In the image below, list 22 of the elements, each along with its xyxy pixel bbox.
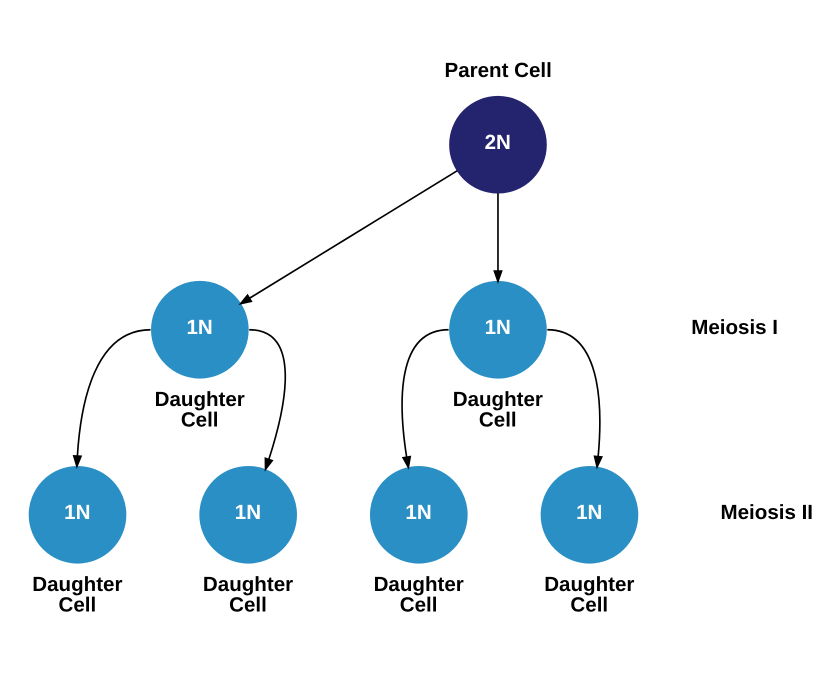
- label: Meiosis I: [691, 315, 778, 338]
- node-label: Daughter Cell: [374, 572, 464, 616]
- arrow: [249, 328, 286, 472]
- node-circle: 1N: [28, 465, 126, 564]
- node-label: Daughter Cell: [544, 572, 634, 616]
- label: Meiosis II: [720, 500, 814, 524]
- node-label: Daughter Cell: [154, 387, 245, 431]
- node-circle: 2N: [449, 95, 547, 194]
- node-circle: 1N: [449, 280, 547, 378]
- arrow: [238, 170, 458, 304]
- arrow: [547, 328, 603, 469]
- node-label: Daughter Cell: [202, 572, 294, 616]
- arrow: [401, 328, 449, 470]
- node-circle: 1N: [540, 465, 638, 564]
- node-label: Daughter Cell: [452, 387, 543, 431]
- node-label: Parent Cell: [444, 58, 552, 82]
- node-circle: 1N: [199, 465, 297, 564]
- node-circle: 1N: [151, 280, 249, 378]
- node-circle: 1N: [370, 465, 468, 564]
- node-label: Daughter Cell: [32, 572, 122, 616]
- arrow: [72, 328, 151, 468]
- arrow: [493, 192, 503, 284]
